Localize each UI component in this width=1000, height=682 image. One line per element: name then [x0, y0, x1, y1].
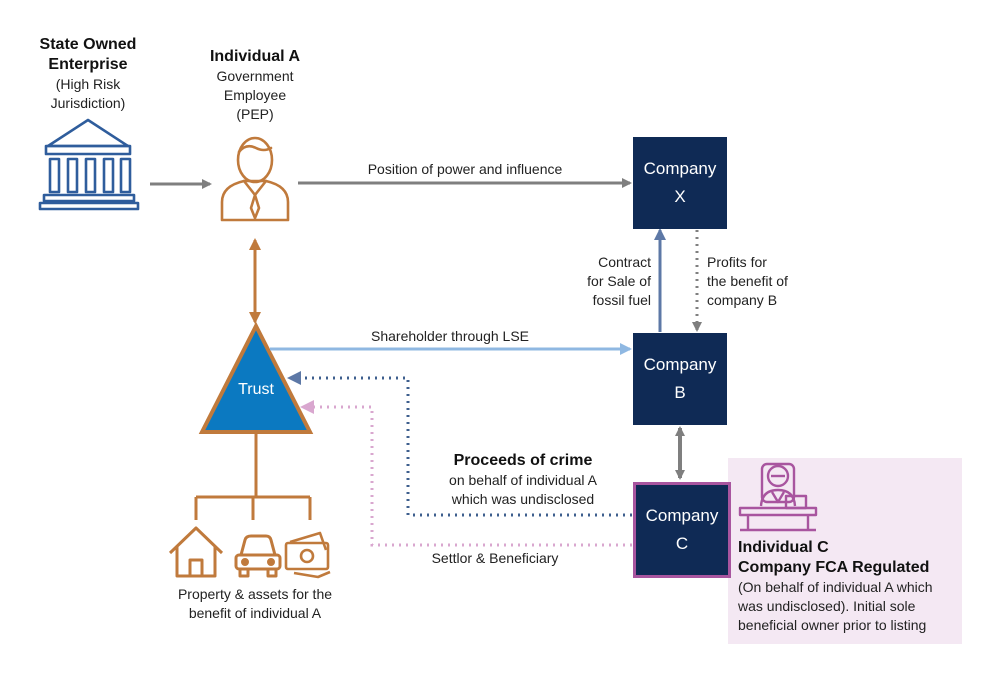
individual-c-label: Individual C Company FCA Regulated (On b…	[738, 538, 960, 635]
company-b-label-2: B	[674, 383, 686, 402]
company-c-label-1: Company	[645, 506, 719, 525]
individual-c-desc-3: beneficial owner prior to listing	[738, 617, 927, 633]
proceeds-line-1: on behalf of individual A	[449, 472, 597, 488]
state-enterprise-title-1: State Owned	[39, 36, 137, 53]
company-b-box: Company B	[633, 333, 727, 425]
individual-c-panel	[728, 458, 962, 644]
car-icon	[234, 534, 282, 578]
individual-c-desc-2: was undisclosed). Initial sole	[738, 598, 916, 614]
asset-tree-lines	[194, 432, 312, 520]
shareholder-edge-label: Shareholder through LSE	[371, 328, 529, 344]
company-x-label-2: X	[674, 187, 686, 206]
profits-line-2: the benefit of	[707, 273, 788, 289]
proceeds-edge-label: Proceeds of crime on behalf of individua…	[418, 451, 628, 509]
individual-c-desc-1: (On behalf of individual A which	[738, 579, 933, 595]
individual-c-title-2: Company FCA Regulated	[738, 559, 930, 576]
state-enterprise-sub-2: Jurisdiction)	[50, 95, 126, 111]
trust-label: Trust	[238, 381, 274, 398]
state-enterprise-title-2: Enterprise	[48, 56, 128, 73]
money-icon	[284, 531, 331, 579]
contract-line-2: for Sale of	[587, 273, 651, 289]
contract-edge-label: Contract for Sale of fossil fuel	[555, 253, 651, 310]
assets-line-2: benefit of individual A	[188, 605, 322, 621]
settlor-edge-label: Settlor & Beneficiary	[431, 550, 559, 566]
company-c-box: Company C	[633, 482, 731, 578]
businessman-icon	[220, 136, 290, 222]
state-enterprise-label: State Owned Enterprise (High Risk Jurisd…	[8, 35, 168, 113]
assets-label: Property & assets for the benefit of ind…	[150, 585, 360, 623]
person-at-desk-icon	[738, 462, 818, 532]
individual-a-line-1: Government	[216, 68, 294, 84]
power-edge-label: Position of power and influence	[367, 161, 563, 177]
company-c-label-2: C	[675, 534, 689, 553]
contract-line-1: Contract	[598, 254, 651, 270]
assets-line-1: Property & assets for the	[177, 586, 333, 602]
proceeds-title: Proceeds of crime	[453, 452, 593, 469]
company-b-label-1: Company	[643, 355, 717, 374]
individual-a-line-3: (PEP)	[236, 106, 274, 122]
house-icon	[168, 526, 224, 578]
contract-line-3: fossil fuel	[592, 292, 651, 308]
bank-building-icon	[38, 118, 140, 211]
profits-line-1: Profits for	[707, 254, 767, 270]
company-x-label-1: Company	[643, 159, 717, 178]
proceeds-line-2: which was undisclosed	[451, 491, 595, 507]
state-enterprise-sub-1: (High Risk	[55, 76, 121, 92]
profits-line-3: company B	[707, 292, 778, 308]
individual-a-line-2: Employee	[223, 87, 287, 103]
company-x-box: Company X	[633, 137, 727, 229]
trust-triangle	[198, 321, 314, 434]
individual-c-title-1: Individual C	[738, 539, 829, 556]
individual-a-label: Individual A Government Employee (PEP)	[185, 47, 325, 124]
individual-a-title: Individual A	[209, 48, 301, 65]
profits-edge-label: Profits for the benefit of company B	[707, 253, 817, 310]
